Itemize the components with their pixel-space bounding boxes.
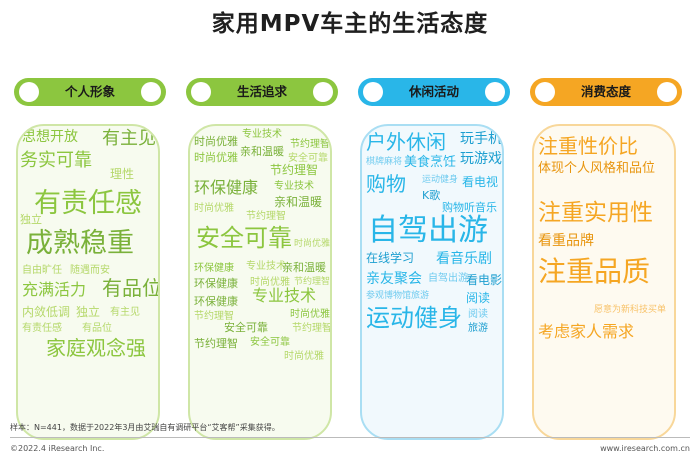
cloud-word: 阅读 — [468, 309, 488, 320]
cloud-word: 专业技术 — [246, 261, 286, 272]
header-personal-image: 个人形象 — [14, 78, 166, 106]
cloud-word: 注重实用性 — [538, 200, 653, 226]
cloud-word: 旅游 — [468, 323, 488, 334]
header-label: 生活追求 — [236, 84, 287, 99]
cloud-word: 体现个人风格和品位 — [538, 161, 656, 176]
cloud-word: 注重品质 — [538, 255, 651, 288]
cloud-word: 有品位 — [102, 276, 160, 300]
cloud-word: 购物听音乐 — [442, 201, 497, 214]
cloud-word: 有责任感 — [34, 188, 142, 219]
page-title: 家用MPV车主的生活态度 — [211, 11, 489, 37]
header-label: 个人形象 — [64, 84, 115, 99]
cloud-word: 亲和温暖 — [274, 195, 323, 209]
cloud-word: 户外休闲 — [366, 130, 446, 154]
cloud-word: 美食烹饪 — [404, 155, 457, 170]
cloud-word: 随遇而安 — [70, 265, 110, 276]
header-label: 消费态度 — [580, 84, 631, 99]
cloud-word: 时尚优雅 — [194, 135, 238, 148]
cloud-word: 时尚优雅 — [250, 277, 290, 288]
header-knob-icon — [19, 82, 39, 102]
cloud-word: 自由旷任 — [22, 265, 62, 276]
cloud-word: 购物 — [366, 172, 406, 196]
cloud-word: 注重性价比 — [538, 134, 638, 158]
cloud-word: 时尚优雅 — [284, 351, 324, 362]
cloud-word: 看音乐剧 — [436, 251, 492, 267]
cloud-word: 时尚优雅 — [194, 203, 234, 214]
website: www.iresearch.com.cn — [600, 444, 690, 453]
cloud-word: 自驾出游 — [368, 213, 488, 248]
cloud-word: 有品位 — [82, 323, 112, 334]
cloud-word: 理性 — [110, 167, 135, 181]
cloud-word: 成熟稳重 — [26, 228, 134, 259]
cloud-word: 亲和温暖 — [282, 261, 326, 274]
cloud-word: 参观博物馆旅游 — [366, 291, 430, 301]
word-cloud-personal-image: 思想开放 有主见 务实可靠 理性 有责任感 独立 成熟稳重 自由旷任 随遇而安 … — [16, 124, 160, 440]
word-cloud-life-pursuit: 专业技术 时尚优雅 节约理智 亲和温暖 时尚优雅 安全可靠 节约理智 环保健康 … — [188, 124, 332, 440]
cloud-word: 节约理智 — [246, 211, 286, 222]
cloud-word: 玩游戏 — [460, 151, 502, 167]
cloud-word: 阅读 — [466, 291, 491, 305]
cloud-word: 亲友聚会 — [366, 271, 422, 287]
header-knob-icon — [191, 82, 211, 102]
cloud-word: 内敛低调 — [22, 305, 71, 319]
header-consumption-attitude: 消费态度 — [530, 78, 682, 106]
cloud-word: 时尚优雅 — [294, 239, 331, 249]
cloud-word: 节约理智 — [294, 277, 331, 287]
cloud-word: 家庭观念强 — [46, 336, 146, 360]
cloud-word: 看电影 — [466, 273, 503, 287]
cloud-word: 节约理智 — [292, 323, 332, 334]
header-leisure-activities: 休闲活动 — [358, 78, 510, 106]
cloud-word: 考虑家人需求 — [538, 322, 635, 341]
cloud-word: 愿意为新科技买单 — [594, 305, 667, 315]
footer-divider — [10, 437, 690, 438]
header-knob-icon — [535, 82, 555, 102]
cloud-word: 专业技术 — [242, 129, 282, 140]
header-knob-icon — [485, 82, 505, 102]
cloud-word: 看电视 — [462, 175, 499, 189]
header-label: 休闲活动 — [408, 84, 459, 99]
cloud-word: 时尚优雅 — [194, 151, 238, 164]
cloud-word: 节约理智 — [290, 139, 330, 150]
cloud-word: 亲和温暖 — [240, 145, 284, 158]
cloud-word: 安全可靠 — [288, 153, 328, 164]
cloud-word: 务实可靠 — [20, 150, 92, 171]
word-cloud-leisure-activities: 户外休闲 玩手机 棋牌麻将 美食烹饪 玩游戏 购物 运动健身 看电视 K歌 购物… — [360, 124, 504, 440]
cloud-word: 棋牌麻将 — [366, 157, 403, 167]
cloud-word: 节约理智 — [270, 163, 319, 177]
header-knob-icon — [313, 82, 333, 102]
header-knob-icon — [657, 82, 677, 102]
sample-note: 样本：N=441，数据于2022年3月由艾瑞自有调研平台“艾客帮”采集获得。 — [10, 423, 280, 432]
cloud-word: 专业技术 — [274, 181, 314, 192]
copyright: ©2022.4 iResearch Inc. — [10, 444, 105, 453]
cloud-word: 环保健康 — [194, 277, 238, 290]
cloud-word: 环保健康 — [194, 178, 259, 197]
cloud-word: 节约理智 — [194, 337, 238, 350]
cloud-word: 安全可靠 — [224, 321, 268, 334]
cloud-word: 安全可靠 — [250, 337, 290, 348]
cloud-word: 环保健康 — [194, 263, 234, 274]
cloud-word: 自驾出游 — [428, 273, 468, 284]
header-knob-icon — [363, 82, 383, 102]
cloud-word: K歌 — [422, 189, 441, 202]
cloud-word: 看重品牌 — [538, 233, 594, 249]
cloud-word: 环保健康 — [194, 295, 238, 308]
cloud-word: 专业技术 — [252, 286, 317, 305]
word-cloud-consumption-attitude: 注重性价比 体现个人风格和品位 注重实用性 看重品牌 注重品质 考虑家人需求 愿… — [532, 124, 676, 440]
cloud-word: 在线学习 — [366, 251, 415, 265]
cloud-word: 独立 — [76, 305, 101, 319]
cloud-word: 安全可靠 — [196, 224, 292, 252]
cloud-word: 有责任感 — [22, 323, 62, 334]
header-life-pursuit: 生活追求 — [186, 78, 338, 106]
cloud-word: 充满活力 — [22, 280, 87, 299]
cloud-word: 独立 — [20, 213, 42, 226]
cloud-word: 运动健身 — [422, 175, 459, 185]
cloud-word: 有主见 — [110, 307, 140, 318]
cloud-word: 有主见 — [102, 128, 156, 149]
cloud-word: 运动健身 — [366, 304, 462, 332]
cloud-word: 时尚优雅 — [290, 309, 330, 320]
cloud-word: 思想开放 — [22, 129, 78, 145]
cloud-word: 节约理智 — [194, 311, 234, 322]
cloud-word: 玩手机 — [460, 131, 502, 147]
header-knob-icon — [141, 82, 161, 102]
